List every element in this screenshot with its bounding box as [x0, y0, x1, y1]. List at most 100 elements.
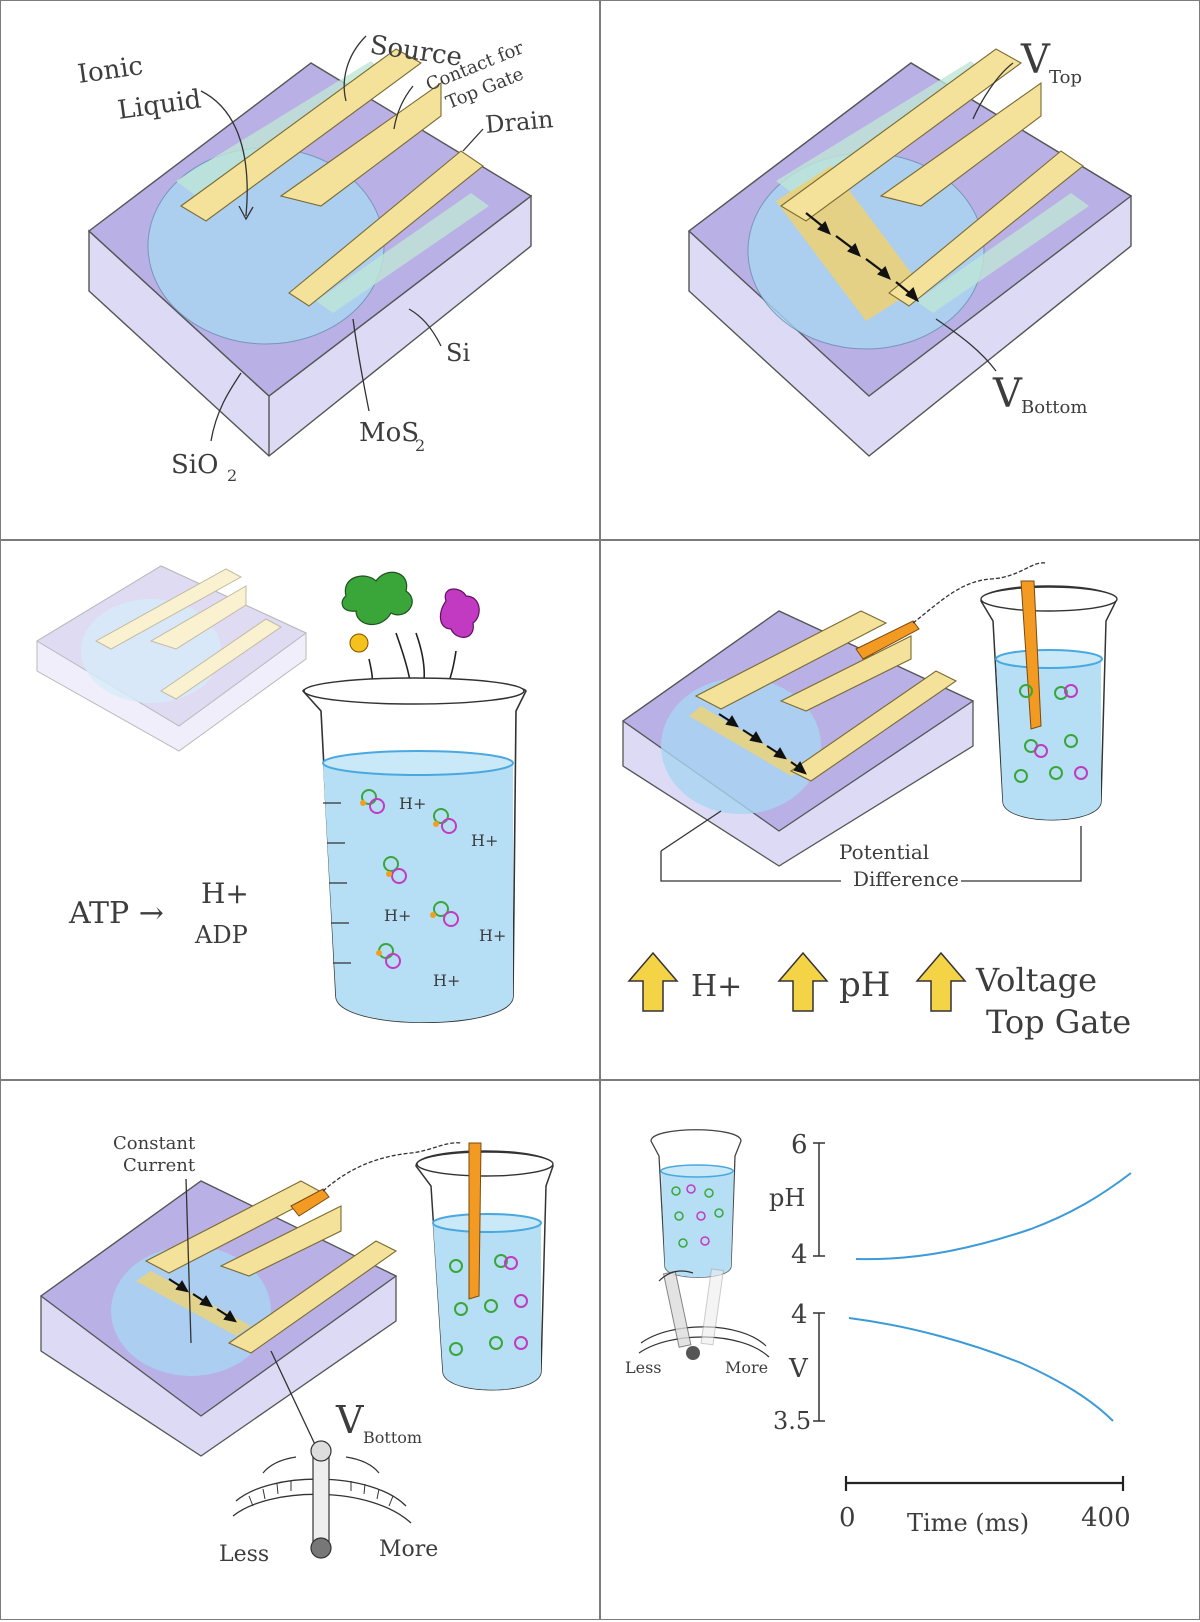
gauge-needle-old: [700, 1268, 724, 1346]
voltage-curve: [848, 1317, 1114, 1422]
top-gate-contact: [219, 1205, 342, 1277]
drain-electrode: [288, 150, 484, 307]
current-arrows: [805, 212, 919, 303]
label-si: Si: [446, 339, 470, 367]
small-gauge-pivot: [686, 1346, 700, 1360]
v-tick-high: 4: [791, 1300, 808, 1330]
label-v-bottom: V: [992, 371, 1023, 417]
gauge-label-less: Less: [219, 1542, 269, 1567]
coiled-wire: [912, 562, 1047, 624]
drain-electrode: [888, 150, 1084, 307]
label-mos2: MoS: [359, 418, 419, 448]
label-h-plus-5: H+: [433, 971, 460, 990]
v-tick-low: 3.5: [773, 1407, 811, 1435]
gauge-label-more: More: [379, 1537, 438, 1562]
panel-potential-difference: Potential Difference H+ pH Voltage Top G…: [600, 540, 1200, 1080]
label-h-plus-3: H+: [384, 906, 411, 925]
panel-constant-current: Constant Current V Bottom Less More: [0, 1080, 600, 1620]
up-arrow-h: [627, 951, 679, 1012]
time-tick-zero: 0: [839, 1503, 856, 1533]
beaker-water: [323, 763, 513, 1023]
drain-electrode: [789, 670, 958, 782]
panel-voltages: V Top V Bottom: [600, 0, 1200, 540]
label-sio2: SiO: [171, 450, 218, 480]
small-gauge-less: Less: [625, 1358, 662, 1377]
device-diagram: Ionic Liquid Source Contact for Top Gate…: [76, 30, 555, 485]
label-ionic: Ionic: [76, 51, 145, 90]
equation-atp: ATP →: [68, 896, 164, 931]
label-mos2-subscript: 2: [415, 436, 425, 455]
label-h-plus-1: H+: [399, 794, 426, 813]
label-current: Current: [123, 1155, 196, 1176]
panel-time-series: Less More 6 pH 4 4 V 3.5 0 Time (ms): [600, 1080, 1200, 1620]
label-liquid: Liquid: [116, 85, 203, 126]
atp-molecule-magenta: [439, 588, 480, 638]
gauge-ticks: [248, 1481, 394, 1507]
ph-voltage-plot: Less More 6 pH 4 4 V 3.5 0 Time (ms): [625, 1129, 1132, 1537]
label-v-bottom-subscript: Bottom: [1021, 397, 1087, 418]
ph-axis-label: pH: [769, 1184, 805, 1212]
potential-bracket-left: [660, 851, 841, 882]
label-potential: Potential: [839, 840, 929, 864]
label-drain: Drain: [484, 105, 554, 139]
source-electrode: [180, 48, 423, 222]
potential-bracket-right: [961, 826, 1082, 882]
water-molecules: [449, 1254, 528, 1356]
equation-adp: ADP: [194, 921, 248, 949]
label-arrow-ph: pH: [839, 965, 890, 1005]
channel-highlight: [689, 706, 806, 776]
up-arrow-ph: [777, 951, 829, 1012]
gauge-needle: [312, 1450, 330, 1547]
small-beaker-molecules: [671, 1184, 724, 1248]
ph-tick-high: 6: [791, 1130, 808, 1160]
ph-tick-low: 4: [791, 1240, 808, 1270]
current-arrows: [718, 713, 807, 775]
label-arrow-voltage: Voltage: [975, 961, 1097, 999]
atp-hydrolysis-diagram: H+ H+ H+ H+ H+ ATP → H+ ADP: [36, 565, 527, 1024]
time-tick-end: 400: [1081, 1503, 1131, 1533]
label-v-top-subscript: Top: [1049, 67, 1082, 88]
atp-molecule-green: [341, 571, 413, 625]
label-v-bottom: V: [335, 1398, 364, 1442]
label-h-plus-4: H+: [479, 926, 506, 945]
device-voltage-diagram: V Top V Bottom: [687, 37, 1133, 457]
top-gate-contact: [279, 81, 442, 207]
up-arrow-voltage: [915, 951, 967, 1012]
source-electrode: [780, 48, 1023, 222]
channel-highlight: [136, 1271, 251, 1336]
sensor-beaker-diagram: Potential Difference H+ pH Voltage Top G…: [621, 562, 1131, 1041]
reference-electrode: [1020, 580, 1042, 730]
gauge-needle-new: [662, 1270, 692, 1348]
v-axis-label: V: [788, 1354, 809, 1384]
atp-molecule-yellow: [349, 633, 369, 653]
source-electrode: [694, 610, 888, 710]
time-axis-label: Time (ms): [907, 1509, 1029, 1537]
label-arrow-h: H+: [691, 969, 742, 1004]
current-arrows: [168, 1278, 237, 1323]
panel-device-overview: Ionic Liquid Source Contact for Top Gate…: [0, 0, 600, 540]
top-gate-contact: [879, 81, 1042, 207]
small-gauge-more: More: [725, 1358, 768, 1377]
water-molecules: [361, 789, 459, 969]
pencil-electrode: [855, 620, 920, 660]
reference-electrode: [468, 1142, 482, 1300]
faded-device: [36, 565, 307, 752]
label-constant: Constant: [113, 1133, 196, 1154]
beaker-water: [433, 1223, 541, 1390]
constant-current-diagram: Constant Current V Bottom Less More: [39, 1133, 554, 1567]
increase-arrows: [627, 951, 967, 1012]
equation-h-plus: H+: [201, 877, 249, 910]
beaker-graduations: [323, 802, 351, 964]
label-arrow-top-gate: Top Gate: [986, 1003, 1131, 1041]
label-v-top: V: [1020, 37, 1051, 83]
coiled-wire: [322, 1142, 462, 1192]
phosphate-dots: [360, 800, 439, 956]
label-v-bottom-subscript: Bottom: [363, 1428, 422, 1447]
panel-atp-reaction: H+ H+ H+ H+ H+ ATP → H+ ADP: [0, 540, 600, 1080]
label-sio2-subscript: 2: [227, 466, 237, 485]
beaker-water: [996, 659, 1101, 820]
label-difference: Difference: [853, 867, 959, 891]
top-gate-contact: [779, 635, 912, 712]
pencil-electrode: [290, 1188, 330, 1217]
